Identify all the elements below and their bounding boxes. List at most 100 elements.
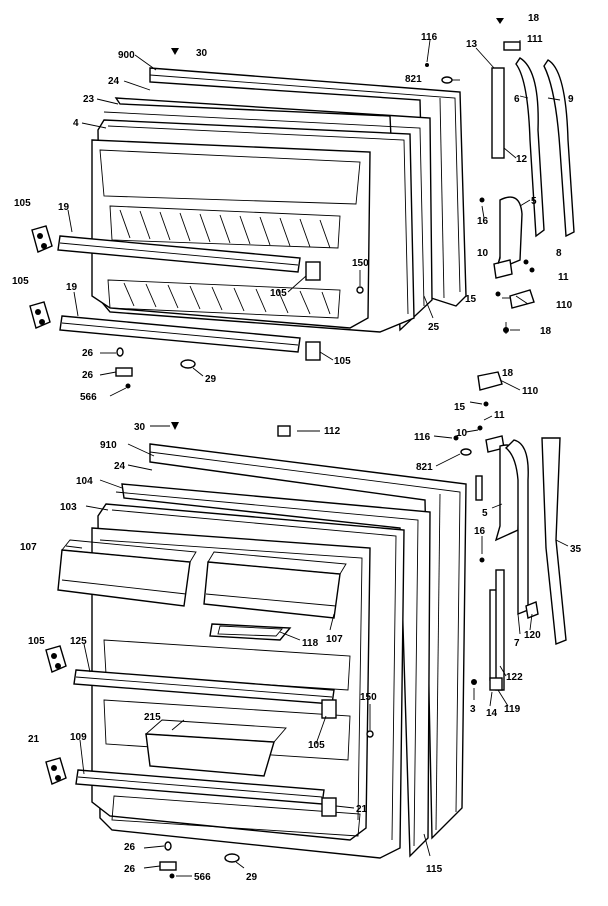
label-35: 35 — [570, 544, 582, 555]
label-19: 19 — [58, 202, 70, 213]
label-18: 18 — [502, 368, 514, 379]
label-119: 119 — [504, 704, 521, 715]
fresh-food-outer-door-panel — [149, 443, 467, 840]
label-30: 30 — [196, 48, 208, 59]
fresh-food-plate-26 — [159, 861, 177, 871]
label-14: 14 — [486, 708, 498, 719]
fresh-food-part-labels: 30 112 116 18 110 15 11 10 910 24 821 10… — [20, 368, 582, 883]
label-111: 111 — [527, 34, 543, 45]
label-21: 21 — [356, 804, 368, 815]
label-25: 25 — [428, 322, 440, 333]
label-4: 4 — [73, 118, 79, 129]
fresh-food-bar-end-cap-2 — [321, 797, 337, 817]
fresh-food-screw-150 — [366, 730, 374, 738]
freezer-inner-liner — [91, 139, 371, 329]
label-112: 112 — [324, 426, 341, 437]
label-103: 103 — [60, 502, 77, 513]
freezer-left-bar-clip-1 — [31, 225, 53, 253]
label-23: 23 — [83, 94, 95, 105]
label-8: 8 — [556, 248, 562, 259]
label-120: 120 — [524, 630, 541, 641]
freezer-upper-shelf — [119, 209, 331, 249]
label-15: 15 — [454, 402, 466, 413]
freezer-bar-end-cap-2 — [305, 341, 321, 361]
label-10: 10 — [456, 428, 468, 439]
label-29: 29 — [205, 374, 217, 385]
label-110: 110 — [522, 386, 539, 397]
fresh-food-left-bar-clip-2 — [45, 757, 67, 785]
freezer-top-screw — [171, 48, 179, 55]
freezer-outer-door-panel — [149, 67, 467, 307]
freezer-plate-26 — [115, 367, 133, 377]
label-150: 150 — [352, 258, 369, 269]
label-107: 107 — [20, 542, 37, 553]
freezer-bushing-26a — [116, 347, 124, 357]
label-105: 105 — [270, 288, 287, 299]
label-16: 16 — [474, 526, 486, 537]
label-5: 5 — [531, 196, 537, 207]
label-26: 26 — [82, 348, 94, 359]
label-104: 104 — [76, 476, 93, 487]
label-9: 9 — [568, 94, 574, 105]
label-24: 24 — [114, 461, 126, 472]
fresh-food-bar-end-cap-1 — [321, 699, 337, 719]
label-11: 11 — [558, 272, 569, 283]
fresh-food-leader-lines — [65, 379, 569, 877]
freezer-screw-150 — [356, 286, 364, 294]
fresh-food-bushing-26c — [164, 841, 172, 851]
dairy-bin-left — [57, 539, 197, 607]
freezer-hinge-parts — [425, 18, 575, 334]
label-150: 150 — [360, 692, 377, 703]
label-12: 12 — [516, 154, 528, 165]
label-105: 105 — [14, 198, 31, 209]
part-112 — [277, 425, 291, 437]
label-115: 115 — [426, 864, 443, 875]
label-26: 26 — [82, 370, 94, 381]
label-105: 105 — [308, 740, 325, 751]
label-110: 110 — [556, 300, 573, 311]
label-900: 900 — [118, 50, 135, 61]
label-6: 6 — [514, 94, 520, 105]
label-122: 122 — [506, 672, 523, 683]
label-7: 7 — [514, 638, 520, 649]
label-105: 105 — [12, 276, 29, 287]
fresh-food-plug-29 — [224, 853, 240, 863]
fresh-food-hinge-parts — [453, 371, 567, 691]
freezer-screw-566 — [125, 383, 131, 389]
label-18: 18 — [528, 13, 540, 24]
label-821: 821 — [416, 462, 433, 473]
label-13: 13 — [466, 39, 478, 50]
freezer-plug-29 — [180, 359, 196, 369]
label-3: 3 — [470, 704, 476, 715]
label-11: 11 — [494, 410, 505, 421]
freezer-door-assembly — [29, 18, 575, 397]
label-105: 105 — [334, 356, 351, 367]
label-566: 566 — [80, 392, 97, 403]
fresh-food-screw-566 — [169, 873, 175, 879]
freezer-part-labels: 30 900 24 23 4 116 821 13 111 18 12 6 9 … — [12, 13, 574, 403]
label-18: 18 — [540, 326, 552, 337]
label-215: 215 — [144, 712, 161, 723]
dairy-bin-right — [203, 551, 347, 619]
label-125: 125 — [70, 636, 87, 647]
label-30: 30 — [134, 422, 146, 433]
label-566: 566 — [194, 872, 211, 883]
label-107: 107 — [326, 634, 343, 645]
label-109: 109 — [70, 732, 87, 743]
freezer-bar-end-cap-1 — [305, 261, 321, 281]
label-24: 24 — [108, 76, 120, 87]
label-10: 10 — [477, 248, 489, 259]
label-5: 5 — [482, 508, 488, 519]
fresh-food-left-bar-clip-1 — [45, 645, 67, 673]
label-910: 910 — [100, 440, 117, 451]
freezer-lower-shelf — [123, 282, 331, 315]
fresh-food-top-screw — [171, 422, 179, 430]
label-29: 29 — [246, 872, 258, 883]
freezer-left-bar-clip-2 — [29, 301, 51, 329]
label-26: 26 — [124, 864, 136, 875]
label-105: 105 — [28, 636, 45, 647]
fresh-food-door-assembly — [45, 371, 569, 879]
label-15: 15 — [465, 294, 477, 305]
label-118: 118 — [302, 638, 319, 649]
